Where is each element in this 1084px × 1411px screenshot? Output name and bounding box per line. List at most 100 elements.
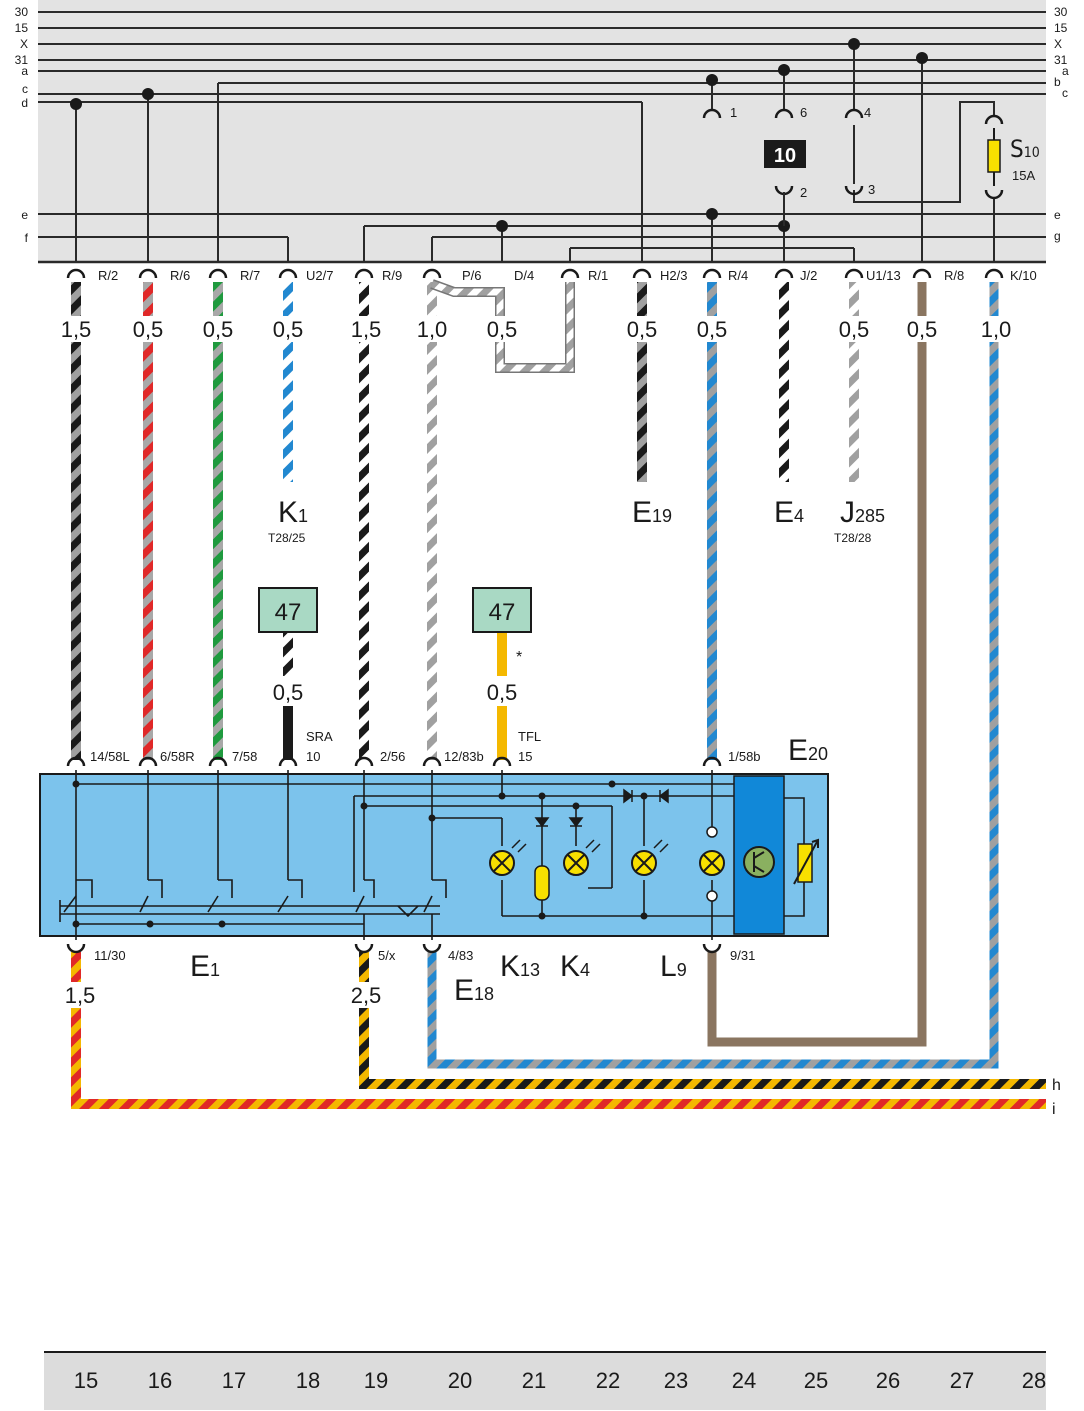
gauge-r2: 1,5 <box>61 317 92 342</box>
gauge-sra: 0,5 <box>273 680 304 705</box>
wire-j2 <box>779 282 789 482</box>
resistor <box>534 865 550 901</box>
bus-label-g-right: g <box>1054 229 1061 243</box>
panel-internal-wiring <box>75 44 995 262</box>
bus-label-30-right: 30 <box>1054 5 1068 19</box>
bus-labels-right: 30 15 X 31 a b c e g <box>1054 5 1069 243</box>
lamp-e20 <box>699 826 725 902</box>
comp-e18: E18 <box>454 974 494 1007</box>
dest-k1-ref: T28/25 <box>268 531 306 545</box>
gauge-k10: 1,0 <box>981 317 1012 342</box>
bus-label-x-left: X <box>20 37 28 51</box>
wire-r8 <box>707 282 927 1047</box>
conn-j2: J/2 <box>800 268 817 283</box>
connector-labels: R/2 R/6 R/7 U2/7 R/9 P/6 D/4 R/1 H2/3 R/… <box>98 268 1037 283</box>
ground-gauges: 0,5 0,5 <box>270 678 520 705</box>
ground-box-tfl-num: 47 <box>489 599 516 626</box>
conn-k10: K/10 <box>1010 268 1037 283</box>
conn-u113: U1/13 <box>866 268 901 283</box>
output-labels: h i <box>1052 1077 1061 1118</box>
pin-4-83: 4/83 <box>448 948 473 963</box>
footer-bar <box>44 1352 1046 1410</box>
gauge-u113: 0,5 <box>839 317 870 342</box>
comp-k4: K4 <box>560 950 590 983</box>
wire-u113 <box>849 282 859 482</box>
fuse-s10-rating: 15A <box>1012 168 1035 183</box>
wire-p6 <box>427 282 437 760</box>
bus-label-x-right: X <box>1054 37 1062 51</box>
footer-num: 21 <box>522 1368 546 1393</box>
relay-pin-1: 1 <box>730 105 737 120</box>
switch-internal-dots <box>72 780 648 928</box>
transistor <box>743 846 775 878</box>
pin-6-58r: 6/58R <box>160 749 195 764</box>
light-switch-housing <box>39 773 829 937</box>
pin-14-58l: 14/58L <box>90 749 130 764</box>
pin-12-83b: 12/83b <box>444 749 484 764</box>
wire-sra-lower <box>283 706 293 760</box>
conn-r6: R/6 <box>170 268 190 283</box>
switch-bottom-pin-labels: 11/30 5/x 4/83 9/31 <box>94 948 755 963</box>
comp-e1: E1 <box>190 950 220 983</box>
footer-num: 25 <box>804 1368 828 1393</box>
junction-dots <box>70 38 928 232</box>
switch-top-pin-labels: 14/58L 6/58R 7/58 2/56 12/83b 1/58b <box>90 749 761 764</box>
ground-box-sra-num: 47 <box>275 599 302 626</box>
conn-r1: R/1 <box>588 268 608 283</box>
bus-label-b-right: b <box>1054 75 1061 89</box>
footer-num: 26 <box>876 1368 900 1393</box>
relay-pin-6: 6 <box>800 105 807 120</box>
lamp-k13 <box>489 839 527 876</box>
conn-r8: R/8 <box>944 268 964 283</box>
gauge-d4: 0,5 <box>487 317 518 342</box>
ground-box-sra: 47 <box>258 587 318 633</box>
switch-bottom-cups <box>66 943 722 954</box>
diodes <box>534 788 669 828</box>
ground-pin-labels: SRA 10 TFL 15 <box>306 729 541 764</box>
comp-l9: L9 <box>660 950 687 983</box>
pin-9-31: 9/31 <box>730 948 755 963</box>
gauge-11-30: 1,5 <box>65 983 96 1008</box>
relay-pin-4: 4 <box>864 105 871 120</box>
gauge-r9: 1,5 <box>351 317 382 342</box>
lamp-l9 <box>631 839 669 876</box>
wire-r9 <box>359 282 369 760</box>
footer-num: 16 <box>148 1368 172 1393</box>
comp-e20: E20 <box>788 734 828 767</box>
gauge-5-x: 2,5 <box>351 983 382 1008</box>
destination-labels: K1 T28/25 E19 E4 J285 T28/28 <box>268 496 885 545</box>
bus-label-31-left: 31 <box>15 53 29 67</box>
bus-label-f-left: f <box>25 231 29 245</box>
relay-pin-2: 2 <box>800 185 807 200</box>
wires <box>71 279 1046 1109</box>
conn-r9: R/9 <box>382 268 402 283</box>
gauge-tfl: 0,5 <box>487 680 518 705</box>
pin-sra-name: SRA <box>306 729 333 744</box>
bottom-gauges: 1,5 2,5 <box>60 982 382 1008</box>
footer-numbers: 15 16 17 18 19 20 21 22 23 24 25 26 27 2… <box>74 1368 1046 1393</box>
bus-label-30-left: 30 <box>15 5 29 19</box>
conn-h23: H2/3 <box>660 268 687 283</box>
wire-r4 <box>707 282 717 760</box>
conn-d4: D/4 <box>514 268 534 283</box>
gauge-h23: 0,5 <box>627 317 658 342</box>
footer-num: 20 <box>448 1368 472 1393</box>
bus-label-15-left: 15 <box>15 21 29 35</box>
comp-k13: K13 <box>500 950 540 983</box>
output-h: h <box>1052 1077 1061 1094</box>
central-electrics-panel <box>38 0 1046 262</box>
fuse-s10-name: S10 <box>1010 135 1040 163</box>
footer-num: 17 <box>222 1368 246 1393</box>
relay-box-10-label: 10 <box>774 145 796 167</box>
bus-label-c-right: c <box>1062 86 1068 100</box>
pin-11-30: 11/30 <box>94 948 126 963</box>
footer-num: 22 <box>596 1368 620 1393</box>
tfl-note: * <box>516 649 522 666</box>
bus-label-c-left: c <box>22 82 28 96</box>
bus-label-a-right: a <box>1062 64 1069 78</box>
output-i: i <box>1052 1101 1056 1118</box>
potentiometer <box>793 838 819 885</box>
pin-sra-num: 10 <box>306 749 320 764</box>
wire-sra <box>283 632 293 676</box>
